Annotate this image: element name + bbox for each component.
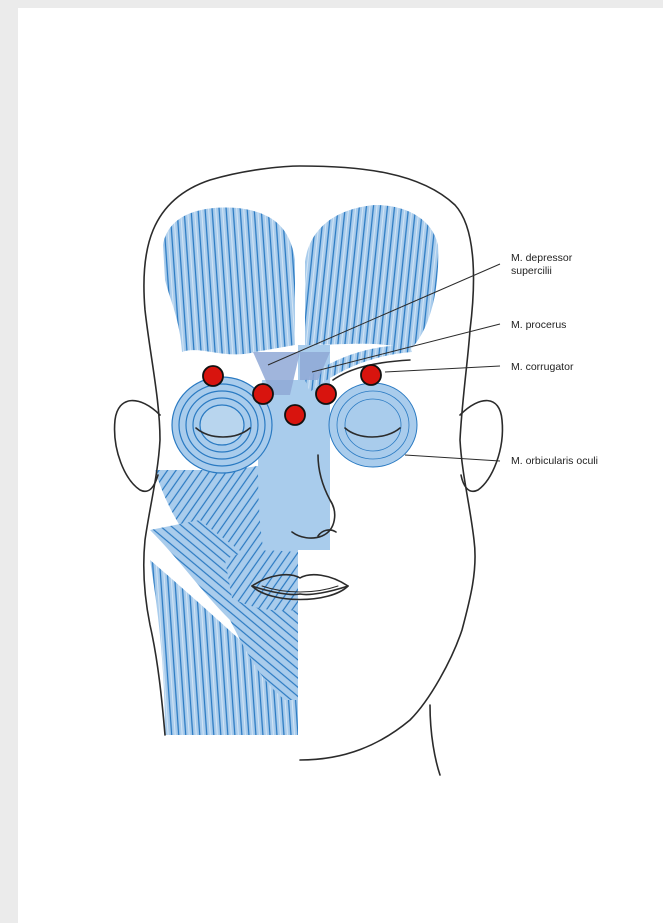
injection-point [285, 405, 305, 425]
orbicularis-right [329, 383, 417, 467]
frontalis-left [163, 207, 295, 354]
frontalis-right [305, 205, 438, 350]
injection-point [203, 366, 223, 386]
label-orbicularis-oculi: M. orbicularis oculi [511, 455, 598, 468]
label-corrugator: M. corrugator [511, 361, 573, 374]
label-depressor-supercilii: M. depressor supercilii [511, 252, 572, 278]
injection-point [253, 384, 273, 404]
injection-point [316, 384, 336, 404]
injection-point [361, 365, 381, 385]
illustration-sheet: M. depressor supercilii M. procerus M. c… [18, 8, 663, 923]
label-procerus: M. procerus [511, 319, 566, 332]
left-half-muscles [150, 207, 298, 735]
